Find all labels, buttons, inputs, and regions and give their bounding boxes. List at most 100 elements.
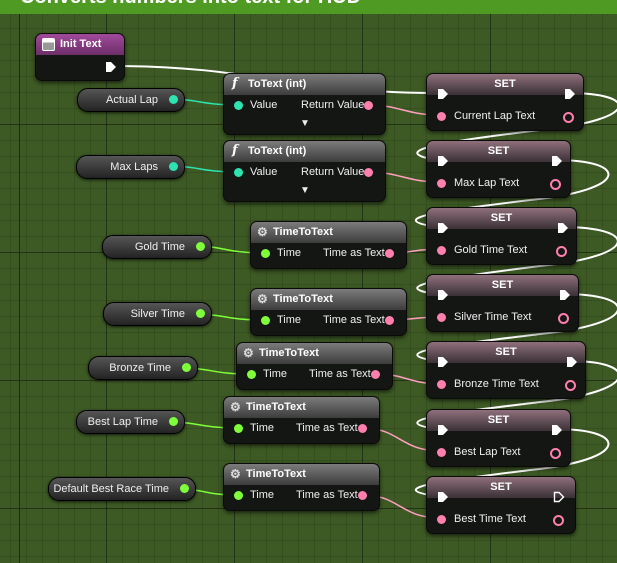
text-in-pin[interactable] bbox=[437, 246, 446, 255]
node-title: SET bbox=[494, 78, 516, 90]
time-in-pin[interactable] bbox=[261, 249, 270, 258]
time-as-text-out-pin[interactable] bbox=[358, 424, 367, 433]
exec-in-pin[interactable] bbox=[437, 356, 449, 368]
variable-out-pin[interactable] bbox=[169, 95, 178, 104]
pin-label: Time bbox=[277, 314, 302, 326]
text-in-pin[interactable] bbox=[437, 448, 446, 457]
value-in-pin[interactable] bbox=[234, 168, 243, 177]
totext-int-node[interactable]: f ToText (int) Value Return Value ▼ bbox=[223, 73, 386, 135]
expand-arrow-icon[interactable]: ▼ bbox=[300, 185, 310, 196]
exec-in-pin[interactable] bbox=[437, 491, 449, 503]
node-title: ToText (int) bbox=[248, 78, 307, 90]
set-node-best-time-text[interactable]: SET Best Time Text bbox=[426, 476, 576, 534]
macro-gear-icon: ⚙ bbox=[257, 225, 268, 239]
exec-out-pin[interactable] bbox=[564, 88, 576, 100]
timetotext-node[interactable]: ⚙ TimeToText Time Time as Text bbox=[223, 396, 380, 444]
time-in-pin[interactable] bbox=[234, 424, 243, 433]
event-icon bbox=[42, 38, 55, 51]
exec-out-pin[interactable] bbox=[566, 356, 578, 368]
exec-wire bbox=[416, 360, 617, 430]
exec-wire bbox=[416, 226, 617, 295]
variable-out-pin[interactable] bbox=[196, 309, 205, 318]
text-out-pin[interactable] bbox=[558, 313, 569, 324]
text-out-pin[interactable] bbox=[563, 112, 574, 123]
time-as-text-out-pin[interactable] bbox=[385, 316, 394, 325]
timetotext-node[interactable]: ⚙ TimeToText Time Time as Text bbox=[223, 463, 380, 511]
set-node-bronze-time-text[interactable]: SET Bronze Time Text bbox=[426, 341, 586, 399]
set-node-current-lap-text[interactable]: SET Current Lap Text bbox=[426, 73, 584, 131]
set-node-silver-time-text[interactable]: SET Silver Time Text bbox=[426, 274, 579, 332]
variable-getter-actual-lap[interactable]: Actual Lap bbox=[77, 88, 185, 112]
text-in-pin[interactable] bbox=[437, 313, 446, 322]
totext-int-node[interactable]: f ToText (int) Value Return Value ▼ bbox=[223, 140, 386, 202]
time-as-text-out-pin[interactable] bbox=[371, 370, 380, 379]
variable-out-pin[interactable] bbox=[180, 484, 189, 493]
variable-label: Max Laps bbox=[110, 161, 158, 173]
exec-in-pin[interactable] bbox=[437, 155, 449, 167]
variable-out-pin[interactable] bbox=[169, 417, 178, 426]
pin-label: Value bbox=[250, 99, 278, 111]
variable-label: Best Lap Text bbox=[454, 446, 521, 458]
exec-in-pin[interactable] bbox=[437, 424, 449, 436]
timetotext-node[interactable]: ⚙ TimeToText Time Time as Text bbox=[250, 288, 407, 336]
variable-label: Max Lap Text bbox=[454, 177, 520, 189]
set-node-gold-time-text[interactable]: SET Gold Time Text bbox=[426, 207, 577, 265]
timetotext-node[interactable]: ⚙ TimeToText Time Time as Text bbox=[250, 221, 407, 269]
pin-label: Time bbox=[263, 368, 288, 380]
time-in-pin[interactable] bbox=[247, 370, 256, 379]
exec-out-pin[interactable] bbox=[557, 222, 569, 234]
value-in-pin[interactable] bbox=[234, 101, 243, 110]
return-value-out-pin[interactable] bbox=[364, 101, 373, 110]
pin-label: Time as Text bbox=[323, 247, 385, 259]
node-title: ToText (int) bbox=[248, 145, 307, 157]
variable-out-pin[interactable] bbox=[182, 363, 191, 372]
text-out-pin[interactable] bbox=[550, 179, 561, 190]
time-in-pin[interactable] bbox=[261, 316, 270, 325]
variable-out-pin[interactable] bbox=[169, 162, 178, 171]
exec-out-pin-unconnected[interactable] bbox=[553, 491, 565, 503]
variable-out-pin[interactable] bbox=[196, 242, 205, 251]
variable-getter-silver-time[interactable]: Silver Time bbox=[103, 302, 212, 326]
text-out-pin[interactable] bbox=[553, 515, 564, 526]
exec-out-pin[interactable] bbox=[551, 155, 563, 167]
text-in-pin[interactable] bbox=[437, 515, 446, 524]
text-out-pin[interactable] bbox=[550, 448, 561, 459]
macro-gear-icon: ⚙ bbox=[257, 292, 268, 306]
variable-label: Current Lap Text bbox=[454, 110, 536, 122]
variable-getter-max-laps[interactable]: Max Laps bbox=[76, 155, 185, 179]
time-in-pin[interactable] bbox=[234, 491, 243, 500]
exec-in-pin[interactable] bbox=[437, 88, 449, 100]
set-node-best-lap-text[interactable]: SET Best Lap Text bbox=[426, 409, 571, 467]
timetotext-node[interactable]: ⚙ TimeToText Time Time as Text bbox=[236, 342, 393, 390]
node-title: TimeToText bbox=[273, 226, 333, 238]
variable-getter-bronze-time[interactable]: Bronze Time bbox=[88, 356, 198, 380]
exec-wire bbox=[416, 293, 617, 362]
text-in-pin[interactable] bbox=[437, 179, 446, 188]
pin-label: Time as Text bbox=[296, 489, 358, 501]
text-in-pin[interactable] bbox=[437, 112, 446, 121]
exec-in-pin[interactable] bbox=[437, 289, 449, 301]
comment-box-header[interactable]: Converts numbers into text for HUD bbox=[0, 0, 617, 14]
variable-getter-best-lap-time[interactable]: Best Lap Time bbox=[76, 410, 185, 434]
event-node-init-text[interactable]: Init Text bbox=[35, 33, 125, 81]
macro-gear-icon: ⚙ bbox=[230, 400, 241, 414]
variable-getter-gold-time[interactable]: Gold Time bbox=[102, 235, 212, 259]
exec-in-pin[interactable] bbox=[437, 222, 449, 234]
text-out-pin[interactable] bbox=[556, 246, 567, 257]
node-title: TimeToText bbox=[246, 468, 306, 480]
comment-box-border bbox=[19, 14, 20, 563]
expand-arrow-icon[interactable]: ▼ bbox=[300, 118, 310, 129]
set-node-max-lap-text[interactable]: SET Max Lap Text bbox=[426, 140, 571, 198]
time-as-text-out-pin[interactable] bbox=[385, 249, 394, 258]
time-as-text-out-pin[interactable] bbox=[358, 491, 367, 500]
exec-wire bbox=[414, 428, 610, 497]
node-title: TimeToText bbox=[246, 401, 306, 413]
text-in-pin[interactable] bbox=[437, 380, 446, 389]
return-value-out-pin[interactable] bbox=[364, 168, 373, 177]
exec-out-pin[interactable] bbox=[551, 424, 563, 436]
exec-out-pin[interactable] bbox=[559, 289, 571, 301]
text-out-pin[interactable] bbox=[565, 380, 576, 391]
variable-getter-default-best-race-time[interactable]: Default Best Race Time bbox=[48, 477, 196, 501]
node-title: TimeToText bbox=[273, 293, 333, 305]
exec-out-pin[interactable] bbox=[105, 61, 117, 73]
